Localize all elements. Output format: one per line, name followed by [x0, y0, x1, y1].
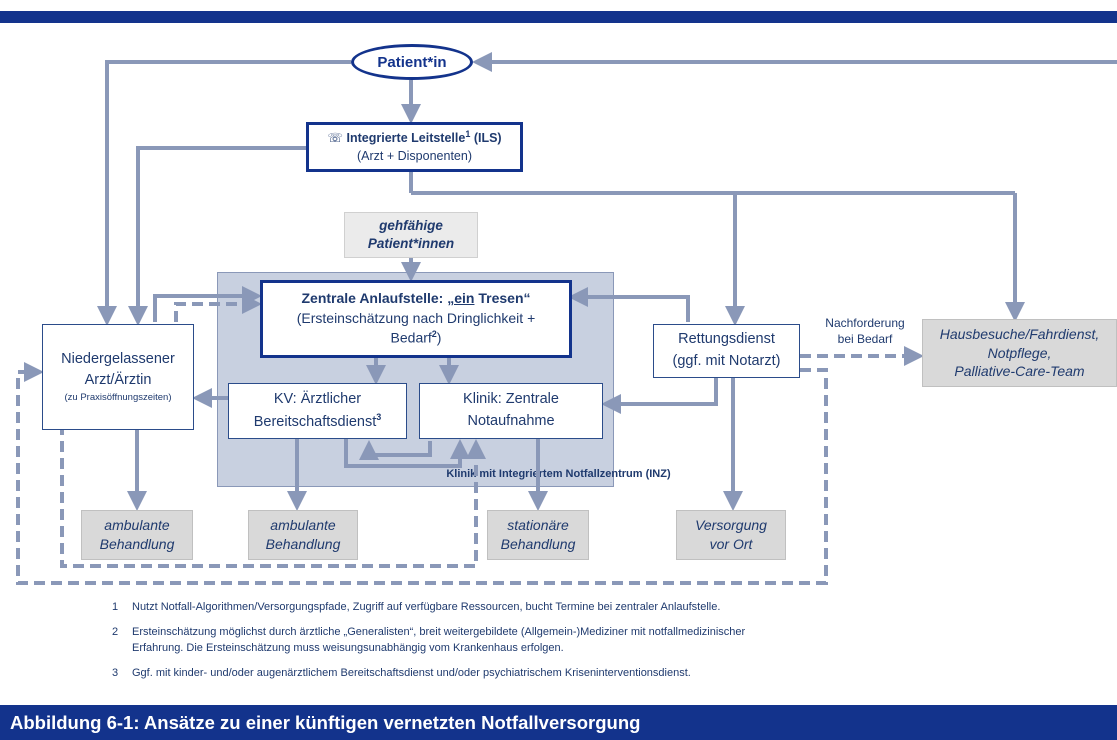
amb1-line2: Behandlung	[99, 536, 175, 552]
niedergelassener-box: Niedergelassener Arzt/Ärztin (zu Praxisö…	[42, 324, 194, 430]
ils-box: ☏ Integrierte Leitstelle1 (ILS) (Arzt + …	[306, 122, 523, 172]
kv-box: KV: Ärztlicher Bereitschaftsdienst3	[228, 383, 407, 439]
nachforderung-line1: Nachforderung	[825, 316, 905, 330]
ambulante-behandlung-2: ambulante Behandlung	[248, 510, 358, 560]
kv-line1: KV: Ärztlicher	[273, 390, 362, 407]
vorort-line1: Versorgung	[695, 517, 767, 534]
phone-icon: ☏	[327, 131, 344, 146]
figure-caption-bar: Abbildung 6-1: Ansätze zu einer künftige…	[0, 705, 1117, 740]
niedergelassen-line1: Niedergelassener	[61, 351, 175, 368]
gehfaehig-line2: Patient*innen	[367, 236, 455, 251]
klinik-line1: Klinik: Zentrale	[463, 391, 559, 408]
versorgung-vor-ort: Versorgung vor Ort	[676, 510, 786, 560]
stat-line1: stationäre	[507, 517, 569, 534]
klinik-box: Klinik: Zentrale Notaufnahme	[419, 383, 603, 439]
footnote-number: 3	[112, 667, 119, 679]
inz-label: Klinik mit Integriertem Notfallzentrum (…	[446, 468, 671, 480]
top-banner	[0, 11, 1117, 23]
zentrale-line3: Bedarf	[390, 330, 432, 347]
patient-node: Patient*in	[351, 44, 473, 80]
vorort-line2: vor Ort	[709, 536, 753, 552]
gehfaehig-box: gehfähige Patient*innen	[344, 212, 478, 258]
zentrale-ein: „ein	[447, 290, 475, 307]
niedergelassen-line3: (zu Praxisöffnungszeiten)	[64, 392, 172, 404]
ambulante-behandlung-1: ambulante Behandlung	[81, 510, 193, 560]
rettung-line2: (ggf. mit Notarzt)	[672, 353, 781, 369]
rettung-line1: Rettungsdienst	[678, 331, 775, 348]
gehfaehig-line1: gehfähige	[379, 217, 443, 233]
ils-sup: 1	[465, 129, 471, 140]
footnote-text: Nutzt Notfall-Algorithmen/Versorgungspfa…	[132, 601, 721, 613]
klinik-line2: Notaufnahme	[467, 413, 555, 429]
amb2-line1: ambulante	[270, 517, 336, 534]
stationaere-behandlung: stationäre Behandlung	[487, 510, 589, 560]
hausbesuche-box: Hausbesuche/Fahrdienst, Notpflege, Palli…	[922, 319, 1117, 387]
footnote-text: Ersteinschätzung möglichst durch ärztlic…	[132, 626, 746, 638]
hausbesuche-line1: Hausbesuche/Fahrdienst,	[939, 325, 1100, 342]
niedergelassen-line2: Arzt/Ärztin	[84, 372, 152, 389]
footnote-number: 1	[112, 601, 119, 613]
zentrale-title: Zentrale Anlaufstelle:	[301, 290, 448, 307]
kv-sup: 3	[376, 411, 382, 422]
nachforderung-label: Nachforderung bei Bedarf	[820, 316, 910, 347]
figure-caption: Abbildung 6-1: Ansätze zu einer künftige…	[10, 712, 641, 733]
zentrale-line3b: )	[436, 330, 442, 347]
zentrale-line2: (Ersteinschätzung nach Dringlichkeit +	[296, 309, 536, 326]
nachforderung-line2: bei Bedarf	[837, 331, 893, 346]
ils-abbr: (ILS)	[470, 131, 502, 146]
kv-line2: Bereitschaftsdienst	[253, 413, 377, 430]
ils-subtitle: (Arzt + Disponenten)	[357, 149, 472, 164]
footnote-number: 2	[112, 626, 119, 638]
hausbesuche-line2: Notpflege,	[987, 344, 1052, 361]
amb1-line1: ambulante	[104, 517, 170, 534]
zentrale-sup: 2	[431, 329, 437, 340]
hausbesuche-line3: Palliative-Care-Team	[954, 363, 1085, 380]
rettungsdienst-box: Rettungsdienst (ggf. mit Notarzt)	[653, 324, 800, 378]
footnote-text: Ggf. mit kinder- und/oder augenärztliche…	[132, 667, 691, 679]
footnote-text-cont: Erfahrung. Die Ersteinschätzung muss wei…	[132, 642, 564, 654]
ils-title: Integrierte Leitstelle	[346, 131, 466, 146]
zentrale-anlaufstelle-box: Zentrale Anlaufstelle: „ein Tresen“ (Ers…	[260, 280, 572, 358]
zentrale-tresen: Tresen“	[474, 290, 531, 307]
stat-line2: Behandlung	[500, 536, 576, 552]
amb2-line2: Behandlung	[265, 536, 341, 552]
